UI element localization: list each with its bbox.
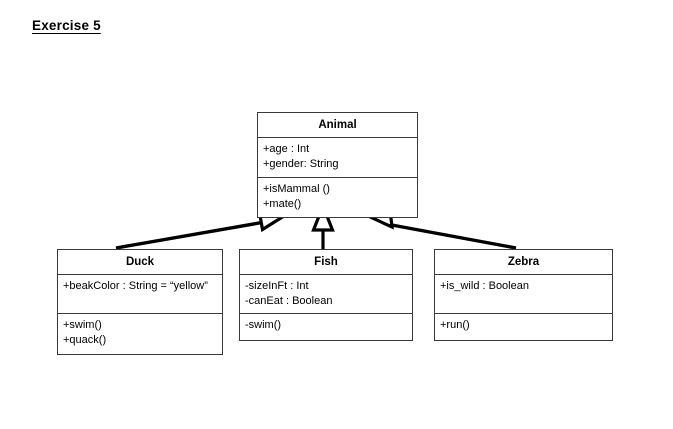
attribute-item: +gender: String — [263, 157, 339, 170]
operation-item: +mate() — [263, 197, 302, 210]
operation-item: +swim() — [63, 319, 102, 331]
operation-item: +quack() — [63, 333, 107, 346]
attribute-item: +beakColor : String = “yellow” — [63, 280, 208, 292]
page-title: Exercise 5 — [32, 18, 101, 33]
operations-compartment-duck: +swim() +quack() — [58, 313, 222, 354]
class-name-zebra: Zebra — [507, 256, 540, 268]
class-box-zebra[interactable]: Zebra +is_wild : Boolean +run() — [434, 249, 613, 341]
operation-item: +run() — [440, 319, 470, 331]
class-box-duck[interactable]: Duck +beakColor : String = “yellow” +swi… — [57, 249, 223, 355]
attribute-item: +is_wild : Boolean — [440, 280, 529, 292]
class-name-fish: Fish — [314, 256, 338, 268]
class-box-animal[interactable]: Animal +age : Int +gender: String +isMam… — [257, 112, 418, 218]
attributes-compartment-zebra: +is_wild : Boolean — [435, 274, 612, 313]
attribute-item: -canEat : Boolean — [245, 294, 333, 307]
attributes-compartment-animal: +age : Int +gender: String — [258, 137, 417, 177]
operation-item: -swim() — [245, 319, 282, 331]
class-name-duck: Duck — [125, 256, 155, 268]
class-box-fish[interactable]: Fish -sizeInFt : Int -canEat : Boolean -… — [239, 249, 413, 341]
class-name-animal: Animal — [318, 119, 357, 131]
operations-compartment-animal: +isMammal () +mate() — [258, 177, 417, 217]
attribute-item: +age : Int — [263, 143, 310, 155]
operations-compartment-fish: -swim() — [240, 313, 412, 340]
attribute-item: -sizeInFt : Int — [245, 280, 309, 292]
attributes-compartment-duck: +beakColor : String = “yellow” — [58, 274, 222, 313]
operations-compartment-zebra: +run() — [435, 313, 612, 340]
operation-item: +isMammal () — [263, 183, 330, 195]
attributes-compartment-fish: -sizeInFt : Int -canEat : Boolean — [240, 274, 412, 313]
